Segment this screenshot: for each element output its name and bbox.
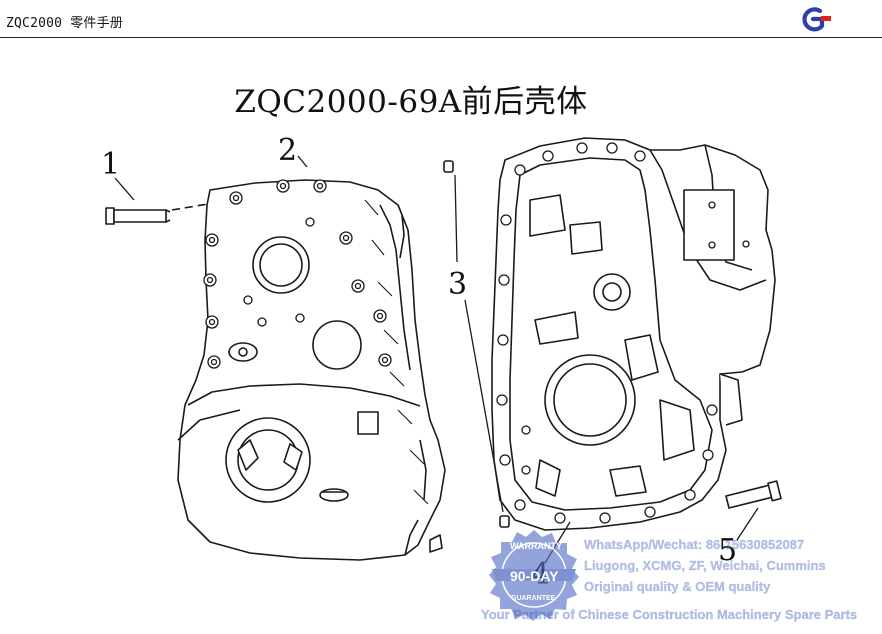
front-housing-part-2 <box>177 179 446 561</box>
seal-text-top: WARRANTY <box>510 541 562 551</box>
bolt-part-5 <box>725 480 782 509</box>
callout-5: 5 <box>718 533 738 568</box>
watermark-brands: Liugong, XCMG, ZF, Weichai, Cummins <box>584 558 826 573</box>
seal-text-bottom: GUARANTEE <box>511 595 556 602</box>
warranty-seal-icon <box>489 530 579 621</box>
watermark-quality: Original quality & OEM quality <box>584 579 771 594</box>
header-divider <box>0 37 882 38</box>
manual-header-title: ZQC2000 零件手册 <box>6 16 124 31</box>
callout-1: 1 <box>101 147 121 182</box>
watermark-tagline: Your Partner of Chinese Construction Mac… <box>481 607 858 622</box>
seal-text-middle: 90-DAY <box>510 568 559 584</box>
brand-g-logo-icon <box>802 7 831 32</box>
bolt-part-1 <box>105 199 233 225</box>
page-title: ZQC2000-69A前后壳体 <box>234 84 588 120</box>
watermark-contact: WhatsApp/Wechat: 86-15630852087 <box>584 537 805 552</box>
callout-2: 2 <box>278 133 298 168</box>
rear-housing-part-4 <box>491 137 776 531</box>
dowel-pin-part-3 <box>443 160 510 528</box>
callout-3: 3 <box>448 267 468 302</box>
